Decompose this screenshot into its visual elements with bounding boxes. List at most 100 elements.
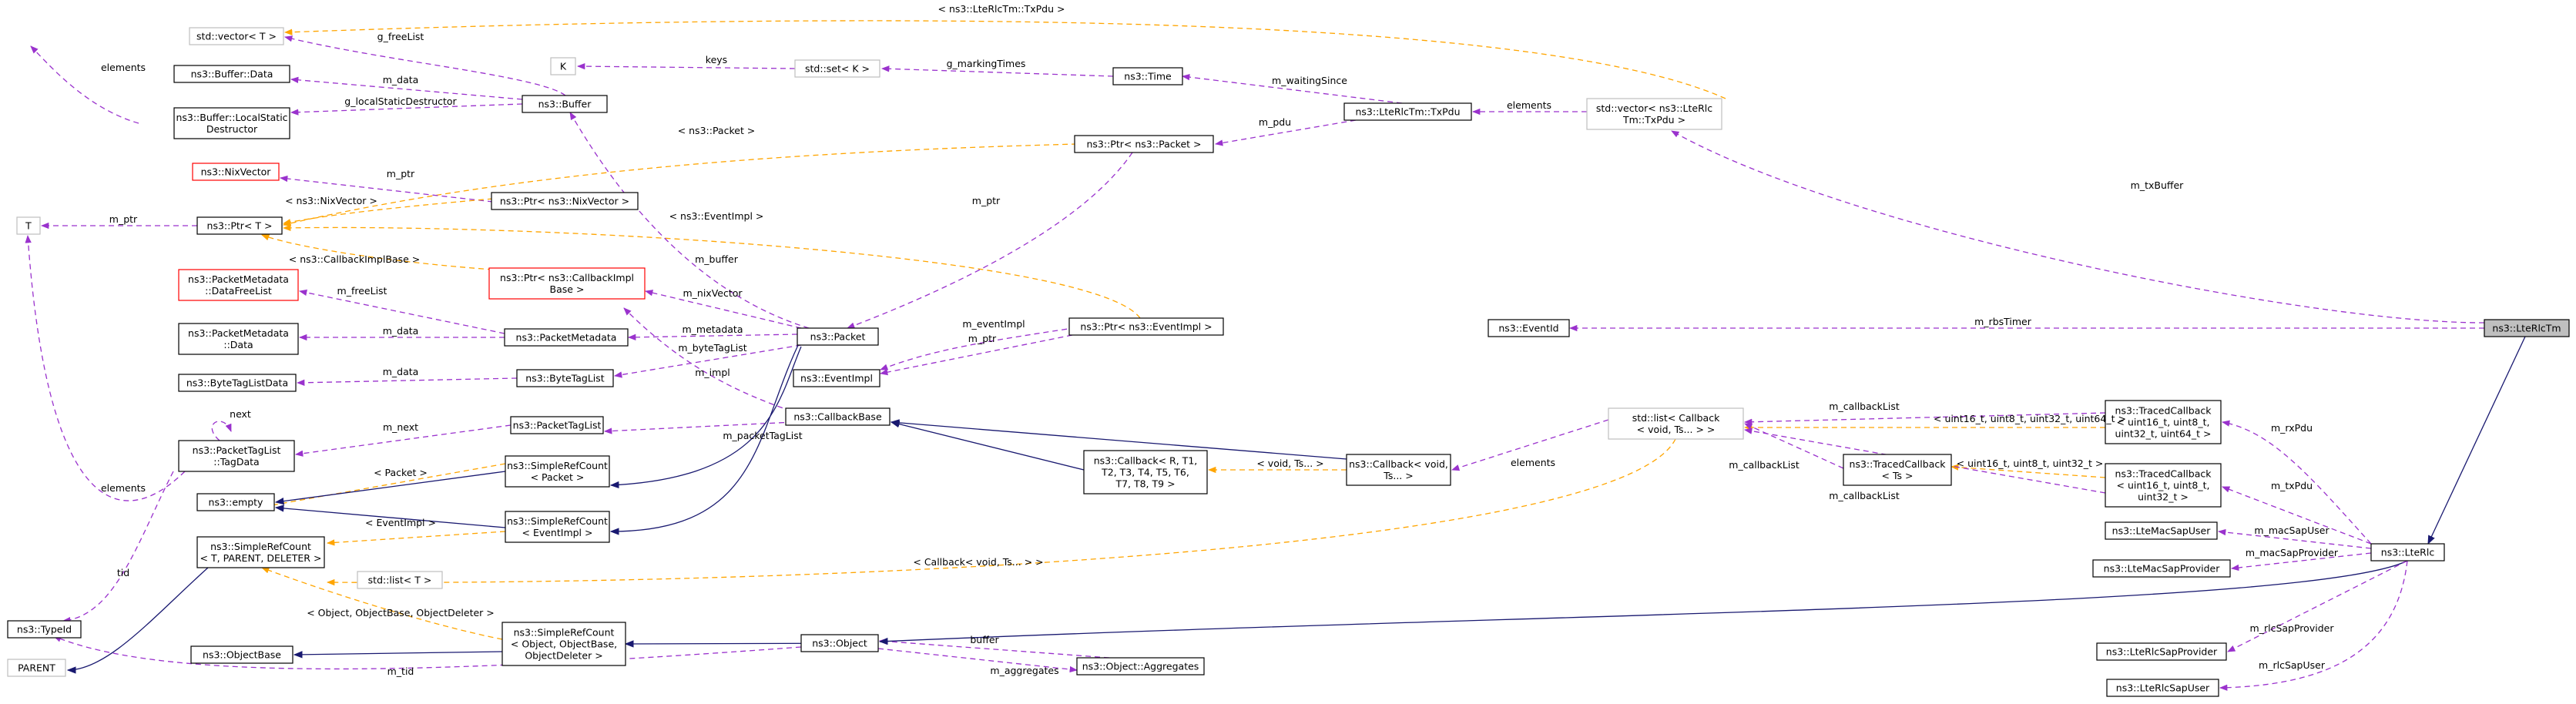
- node-label: ns3::Buffer: [538, 99, 592, 110]
- node-pm-data[interactable]: ns3::PacketMetadata::Data: [178, 323, 299, 355]
- node-tcb32[interactable]: ns3::TracedCallback< uint16_t, uint8_t,u…: [2105, 463, 2222, 508]
- node-label: ns3::Callback< R, T1,: [1094, 455, 1198, 467]
- node-empty[interactable]: ns3::empty: [196, 493, 275, 511]
- m-nixVector-edge: [644, 290, 802, 329]
- node-lte-rlc-tm[interactable]: ns3::LteRlcTm: [2484, 319, 2570, 337]
- node-mac-sap-provider[interactable]: ns3::LteMacSapProvider: [2092, 559, 2231, 578]
- node-byte-tag-list[interactable]: ns3::ByteTagList: [516, 369, 614, 387]
- node-buffer-data[interactable]: ns3::Buffer::Data: [173, 65, 290, 83]
- node-ptr-cb-impl[interactable]: ns3::Ptr< ns3::CallbackImplBase >: [488, 267, 646, 300]
- elements-vector-edge: [30, 45, 139, 124]
- node-callback-r[interactable]: ns3::Callback< R, T1,T2, T3, T4, T5, T6,…: [1083, 450, 1208, 494]
- node-txpdu[interactable]: ns3::LteRlcTm::TxPdu: [1343, 102, 1472, 121]
- node-label: < Ts >: [1882, 470, 1914, 481]
- node-type-id[interactable]: ns3::TypeId: [7, 620, 82, 639]
- edge-label-m-rxPdu: m_rxPdu: [2271, 422, 2313, 434]
- node-label: ns3::TracedCallback: [2115, 468, 2212, 480]
- node-label: ns3::Ptr< ns3::EventImpl >: [1080, 321, 1212, 333]
- elements-T-edge: [25, 234, 186, 501]
- m-rxPdu-edge: [2221, 420, 2372, 545]
- node-mac-sap-user[interactable]: ns3::LteMacSapUser: [2105, 521, 2218, 540]
- node-label: uint32_t, uint64_t >: [2115, 428, 2212, 440]
- inheritance-edge: [66, 567, 209, 674]
- node-label: ns3::LteMacSapUser: [2112, 525, 2212, 537]
- node-ptr-event-impl[interactable]: ns3::Ptr< ns3::EventImpl >: [1068, 317, 1224, 336]
- node-packet-tag-list[interactable]: ns3::PacketTagList: [510, 416, 604, 434]
- node-label: std::list< Callback: [1632, 412, 1720, 424]
- edge-label-g-localStaticDestructor: g_localStaticDestructor: [344, 96, 457, 107]
- inheritance-edge: [274, 471, 506, 505]
- edge-label-g-freeList: g_freeList: [377, 31, 424, 42]
- node-label: ns3::ByteTagListData: [186, 377, 288, 389]
- node-label: Destructor: [206, 123, 258, 135]
- node-label: Ts... >: [1383, 470, 1413, 481]
- node-event-id[interactable]: ns3::EventId: [1488, 319, 1570, 337]
- g-markingTimes-edge: [880, 65, 1114, 77]
- node-vector-tx[interactable]: std::vector< ns3::LteRlcTm::TxPdu >: [1586, 98, 1722, 130]
- node-label: std::vector< T >: [196, 31, 277, 42]
- g-localStaticDestructor-edge: [290, 103, 523, 116]
- node-ptr-nix[interactable]: ns3::Ptr< ns3::NixVector >: [491, 192, 639, 210]
- node-rlc-sap-user[interactable]: ns3::LteRlcSapUser: [2106, 679, 2219, 697]
- node-ptr-t[interactable]: ns3::Ptr< T >: [196, 216, 283, 235]
- node-rlc-sap-provider[interactable]: ns3::LteRlcSapProvider: [2096, 642, 2227, 661]
- edge-label-next: next: [230, 408, 251, 420]
- node-object-base[interactable]: ns3::ObjectBase: [190, 645, 293, 664]
- node-pm-d-f-l[interactable]: ns3::PacketMetadata::DataFreeList: [178, 269, 299, 301]
- node--k[interactable]: K: [550, 57, 576, 75]
- node-btl-data[interactable]: ns3::ByteTagListData: [178, 374, 297, 392]
- node-src-packet[interactable]: ns3::SimpleRefCount< Packet >: [505, 455, 610, 488]
- node-label: T2, T3, T4, T5, T6,: [1101, 467, 1189, 478]
- edge-label-ns3-packet: < ns3::Packet >: [678, 125, 756, 136]
- node--t[interactable]: T: [16, 216, 41, 235]
- node-label: ns3::Ptr< ns3::Packet >: [1087, 139, 1202, 150]
- edge-label-m-nixVector: m_nixVector: [683, 287, 743, 299]
- node-parent[interactable]: PARENT: [7, 659, 66, 677]
- node-object[interactable]: ns3::Object: [800, 634, 879, 652]
- node-lte-rlc[interactable]: ns3::LteRlc: [2370, 543, 2445, 562]
- node-callback-base[interactable]: ns3::CallbackBase: [785, 407, 891, 426]
- node-src-event[interactable]: ns3::SimpleRefCount< EventImpl >: [505, 511, 610, 543]
- node-label: uint32_t >: [2138, 491, 2189, 503]
- edge-label-m-buffer: m_buffer: [695, 253, 739, 265]
- m-ptr-nix-edge: [279, 175, 494, 203]
- node-list-cb[interactable]: std::list< Callback< void, Ts... > >: [1608, 407, 1744, 440]
- inheritance-edge: [878, 560, 2408, 645]
- node-label: ns3::SimpleRefCount: [507, 460, 608, 471]
- node-packet[interactable]: ns3::Packet: [797, 327, 879, 346]
- inheritance-edge: [890, 419, 1347, 460]
- node-tcb-ts[interactable]: ns3::TracedCallback< Ts >: [1843, 454, 1952, 486]
- node-src-t-p-d[interactable]: ns3::SimpleRefCount< T, PARENT, DELETER …: [196, 536, 325, 568]
- edge-label-elements-vector: elements: [101, 62, 146, 73]
- node-buffer[interactable]: ns3::Buffer: [522, 95, 608, 113]
- keys-edge: [576, 62, 796, 70]
- node-label: T7, T8, T9 >: [1115, 478, 1175, 490]
- edge-label-m-packetTagList: m_packetTagList: [723, 430, 802, 441]
- node-label: ns3::ObjectBase: [203, 649, 281, 661]
- node-callback-void[interactable]: ns3::Callback< void,Ts... >: [1346, 454, 1451, 486]
- node-aggregates[interactable]: ns3::Object::Aggregates: [1076, 657, 1205, 676]
- node-nix-vector[interactable]: ns3::NixVector: [192, 163, 280, 181]
- node-list-t[interactable]: std::list< T >: [357, 571, 443, 589]
- node-label: ns3::SimpleRefCount: [210, 541, 311, 552]
- ns3-nixvector-edge: [282, 198, 494, 226]
- node-label: ns3::NixVector: [201, 166, 272, 178]
- node-ptl-tag-data[interactable]: ns3::PacketTagList::TagData: [178, 440, 295, 472]
- m-ptr-event-edge: [879, 334, 1073, 376]
- node-label: ns3::Buffer::Data: [191, 69, 273, 80]
- m-ptr-packet-edge: [847, 152, 1133, 329]
- node-label: ns3::empty: [209, 497, 264, 508]
- edge-label-m-data-btl: m_data: [383, 366, 419, 377]
- m-metadata-edge: [627, 334, 798, 340]
- node-set-k[interactable]: std::set< K >: [794, 59, 880, 78]
- node-vector-t[interactable]: std::vector< T >: [189, 27, 284, 45]
- node-label: ns3::EventImpl: [800, 373, 873, 384]
- node-event-impl[interactable]: ns3::EventImpl: [793, 369, 880, 387]
- node-ptr-packet[interactable]: ns3::Ptr< ns3::Packet >: [1074, 135, 1214, 153]
- node-tcb64[interactable]: ns3::TracedCallback< uint16_t, uint8_t,u…: [2105, 400, 2222, 444]
- node-time[interactable]: ns3::Time: [1112, 67, 1183, 85]
- node-src-obj[interactable]: ns3::SimpleRefCount< Object, ObjectBase,…: [501, 622, 626, 666]
- node-packet-metadata[interactable]: ns3::PacketMetadata: [504, 328, 629, 347]
- node-label: ::Data: [223, 339, 253, 350]
